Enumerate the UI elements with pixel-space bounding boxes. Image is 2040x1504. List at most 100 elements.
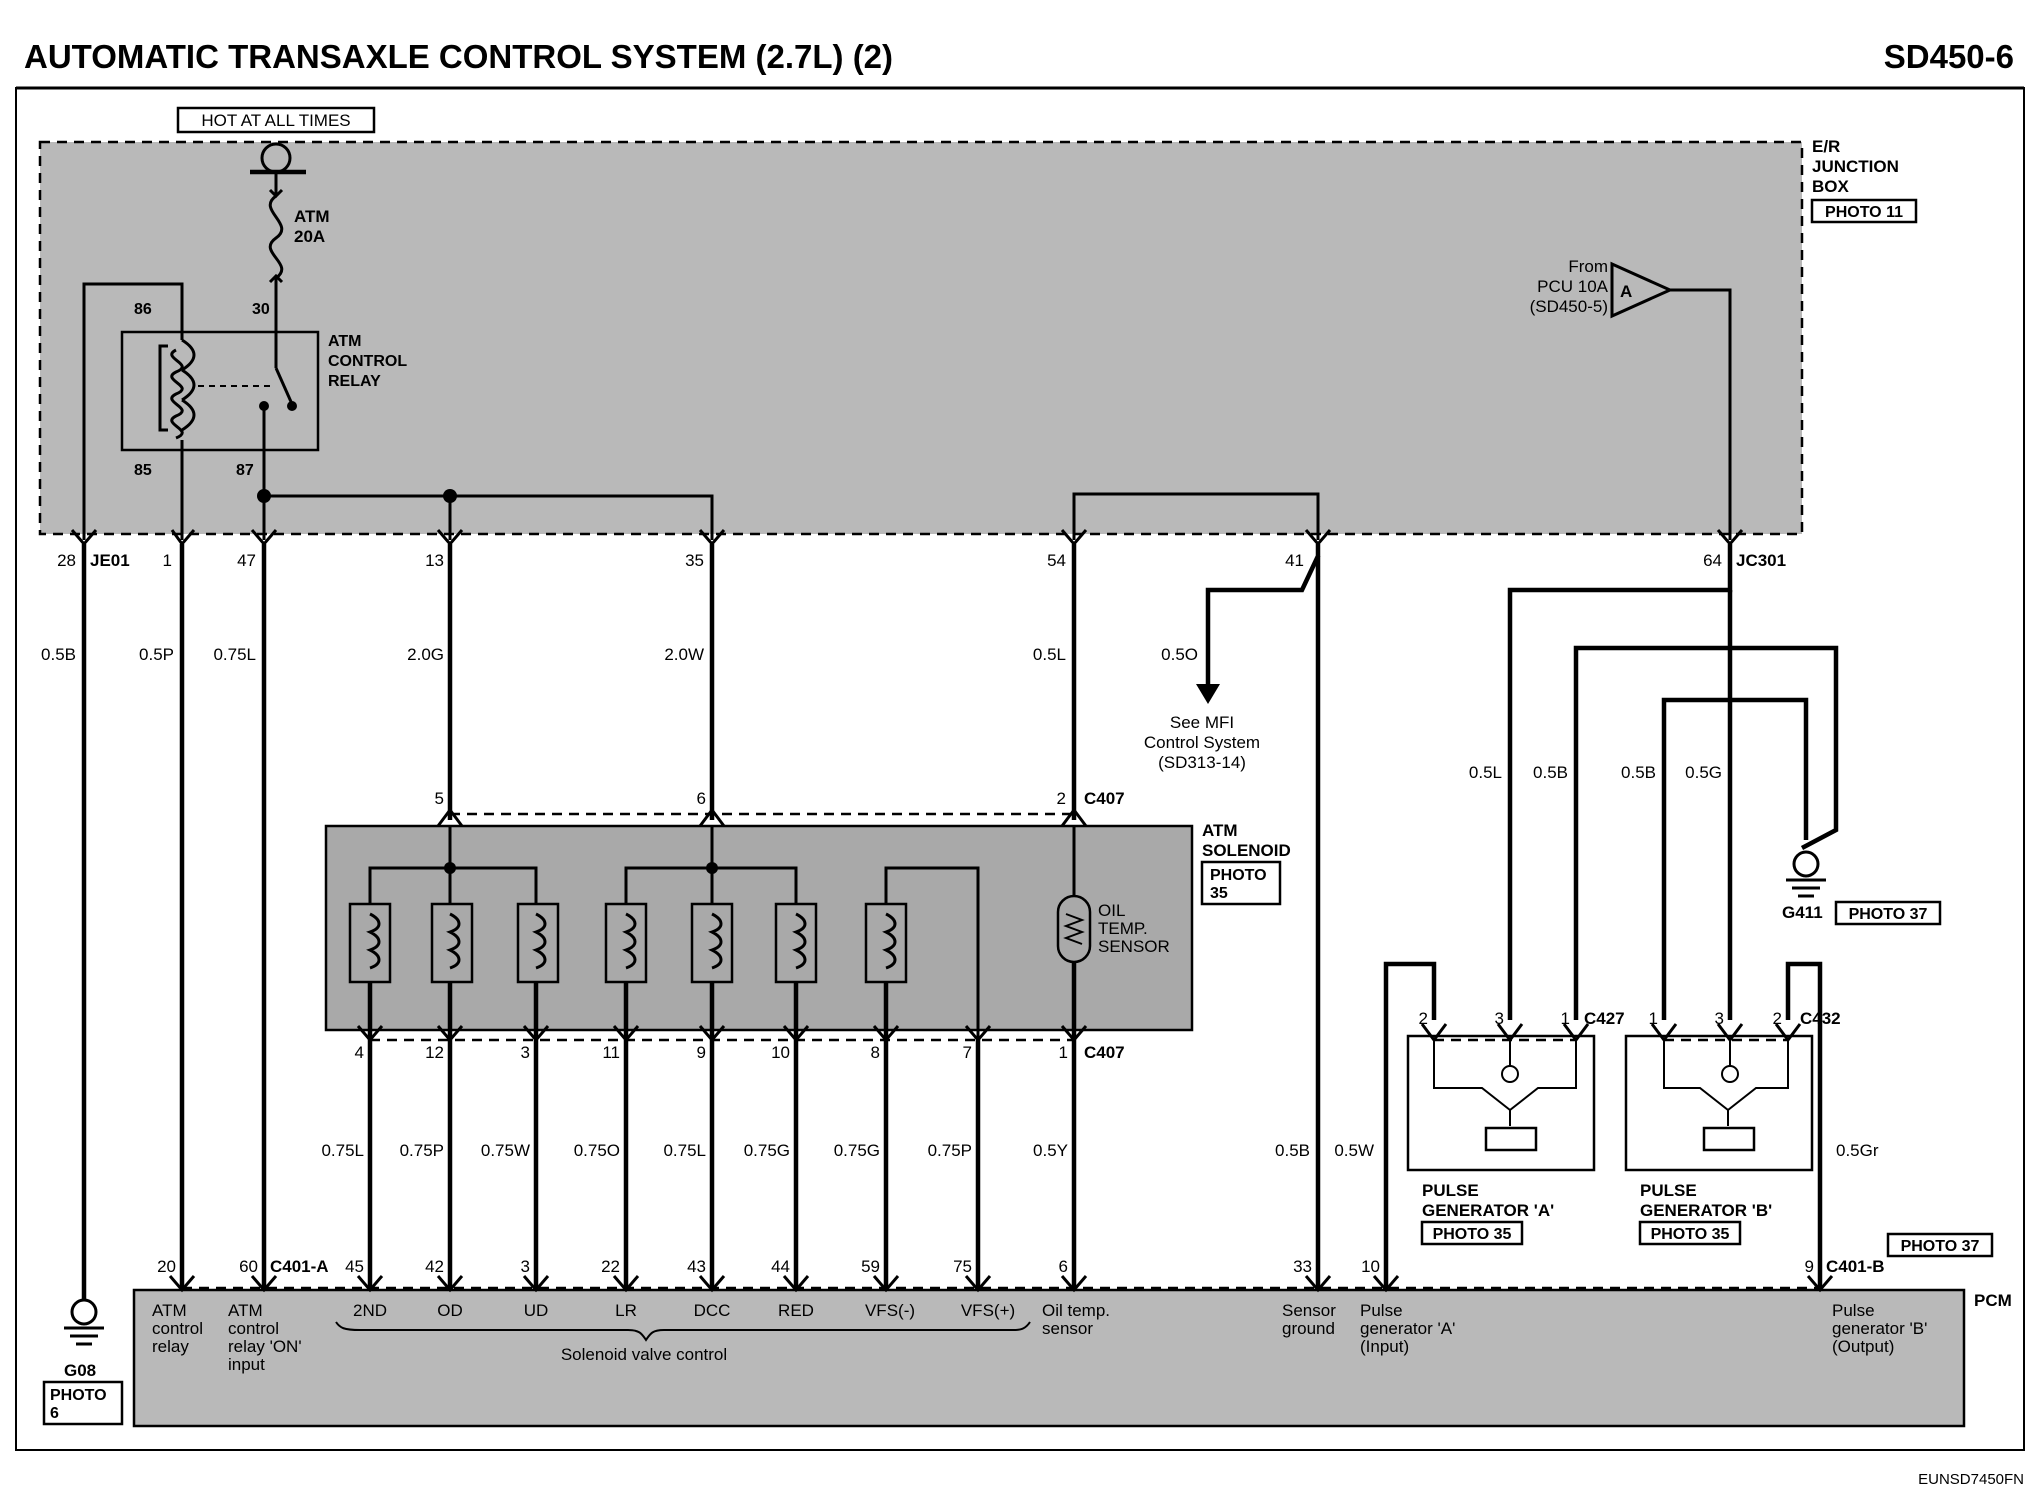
fuse-rating: 20A (294, 227, 325, 246)
footer-code: EUNSD7450FN (1918, 1471, 2024, 1488)
connector-c407-bottom: C407 (1084, 1043, 1125, 1062)
from-pcu-3: (SD450-5) (1530, 297, 1608, 316)
sol-wire-4: 0.75O (574, 1141, 620, 1160)
relay-contact-dot (287, 401, 297, 411)
sol-wire-8: 0.75P (928, 1141, 972, 1160)
relay-pin-85: 85 (134, 462, 152, 479)
pcm-shade (134, 1290, 1964, 1426)
pcm-label-sensor-ground-2: ground (1282, 1319, 1335, 1338)
junction-box (38, 140, 1804, 536)
from-pcu-connector-icon (1610, 261, 1674, 319)
pcm-photo-tag (1886, 1232, 1994, 1258)
solenoid-photo-2: 35 (1210, 885, 1228, 902)
pcm-name: PCM (1974, 1291, 2012, 1310)
pcm-pin-45: 45 (345, 1257, 364, 1276)
junction-box-shade (40, 142, 1802, 534)
wire-label-0.5L: 0.5L (1033, 645, 1066, 664)
fuse-icon (268, 194, 284, 280)
solenoid-control-brace (335, 1321, 1031, 1342)
connector-c427: C427 (1584, 1009, 1625, 1028)
pin-1: 1 (163, 551, 172, 570)
pcm-label-pga-3: (Input) (1360, 1337, 1409, 1356)
junction-box-label-2: JUNCTION (1812, 157, 1899, 176)
pcm-label-atm-2: control (152, 1319, 203, 1338)
connector-je01: JE01 (90, 551, 130, 570)
pga-pickup-icon (1484, 1126, 1538, 1152)
sol-pin-9: 1 (1059, 1043, 1068, 1062)
wire-label-0.5P: 0.5P (139, 645, 174, 664)
pga-photo: PHOTO 35 (1433, 1226, 1512, 1243)
from-pcu-1: From (1568, 257, 1608, 276)
g08-ground-symbol (64, 1326, 104, 1346)
sol-wire-2: 0.75P (400, 1141, 444, 1160)
g08-photo-tag (42, 1380, 124, 1426)
pgb-internal-wires (1663, 1040, 1789, 1126)
pin-47: 47 (237, 551, 256, 570)
page-code: SD450-6 (1884, 38, 2014, 75)
from-pcu-connector: A (1620, 282, 1632, 301)
mfi-note-1: See MFI (1170, 713, 1234, 732)
sensor-ground-loop (1072, 492, 1320, 540)
solenoid-label-2: SOLENOID (1202, 841, 1291, 860)
wire-label-2.0G: 2.0G (407, 645, 444, 664)
sol-pin-4: 11 (602, 1043, 620, 1062)
wire-label-0.75L: 0.75L (213, 645, 256, 664)
g08-ground-icon (70, 1298, 98, 1326)
solenoid-photo-1: PHOTO (1210, 867, 1267, 884)
pcm-label-ud: UD (524, 1301, 549, 1320)
from-pcu-2: PCU 10A (1537, 277, 1609, 296)
solenoid-input-arrows (436, 807, 1088, 827)
pcm-label-pgb-3: (Output) (1832, 1337, 1894, 1356)
pcm-pin-75: 75 (953, 1257, 972, 1276)
sol-pin-1: 4 (355, 1043, 364, 1062)
thermistor-icon (1063, 913, 1085, 945)
g08-name: G08 (64, 1361, 96, 1380)
oil-sensor-label-1: OIL (1098, 901, 1125, 920)
splice-dot (257, 489, 271, 503)
relay-coil-winding (181, 338, 196, 432)
fuse-bottom-lead (268, 273, 284, 300)
pcm-pin-22: 22 (601, 1257, 620, 1276)
pga-pin-1: 1 (1561, 1009, 1570, 1028)
pcm-pin-42: 42 (425, 1257, 444, 1276)
pga-sensor-icon (1501, 1065, 1519, 1083)
relay-pin-30: 30 (252, 301, 270, 318)
pcm-label-oil-1: Oil temp. (1042, 1301, 1110, 1320)
atm-control-relay (120, 330, 320, 452)
solenoid-label-1: ATM (1202, 821, 1238, 840)
pgb-label-1: PULSE (1640, 1181, 1697, 1200)
junction-box-photo: PHOTO 11 (1825, 204, 1903, 221)
g08-photo-1: PHOTO (50, 1387, 107, 1404)
mfi-arrow-icon (1196, 684, 1220, 704)
pin-35: 35 (685, 551, 704, 570)
pga-label-2: GENERATOR 'A' (1422, 1201, 1554, 1220)
pin-41: 41 (1285, 551, 1304, 570)
pcm-label-sensor-ground-1: Sensor (1282, 1301, 1336, 1320)
pin-28: 28 (57, 551, 76, 570)
atm-solenoid-shade (326, 826, 1192, 1030)
solenoid-photo-tag (1200, 860, 1282, 906)
pin-13: 13 (425, 551, 444, 570)
wire-label-2.0W: 2.0W (664, 645, 704, 664)
g411-photo-tag (1834, 900, 1942, 926)
mfi-note-2: Control System (1144, 733, 1260, 752)
pcm-pin-43: 43 (687, 1257, 706, 1276)
pga-signal-wire (1383, 961, 1437, 1290)
pgb-pin-2: 2 (1773, 1009, 1782, 1028)
sol-wire-3: 0.75W (481, 1141, 530, 1160)
connector-jc301: JC301 (1736, 551, 1786, 570)
g411-ground-icon (1792, 850, 1820, 878)
relay-pin-87: 87 (236, 462, 254, 479)
pcm-label-vfs-minus: VFS(-) (865, 1301, 915, 1320)
pgb-pickup-icon (1702, 1126, 1756, 1152)
wire-0.5O (1205, 544, 1321, 690)
sol-pin-8: 7 (963, 1043, 972, 1062)
relay-pin-86: 86 (134, 301, 152, 318)
wire-label-0.5O: 0.5O (1161, 645, 1198, 664)
wire-label-pg-0.5B: 0.5B (1533, 763, 1568, 782)
sol-pin-7: 8 (871, 1043, 880, 1062)
pcm-label-lr: LR (615, 1301, 637, 1320)
pulse-generator-a (1406, 1034, 1596, 1172)
solenoid-in-5: 5 (435, 789, 444, 808)
sol-wire-9: 0.5Y (1033, 1141, 1068, 1160)
